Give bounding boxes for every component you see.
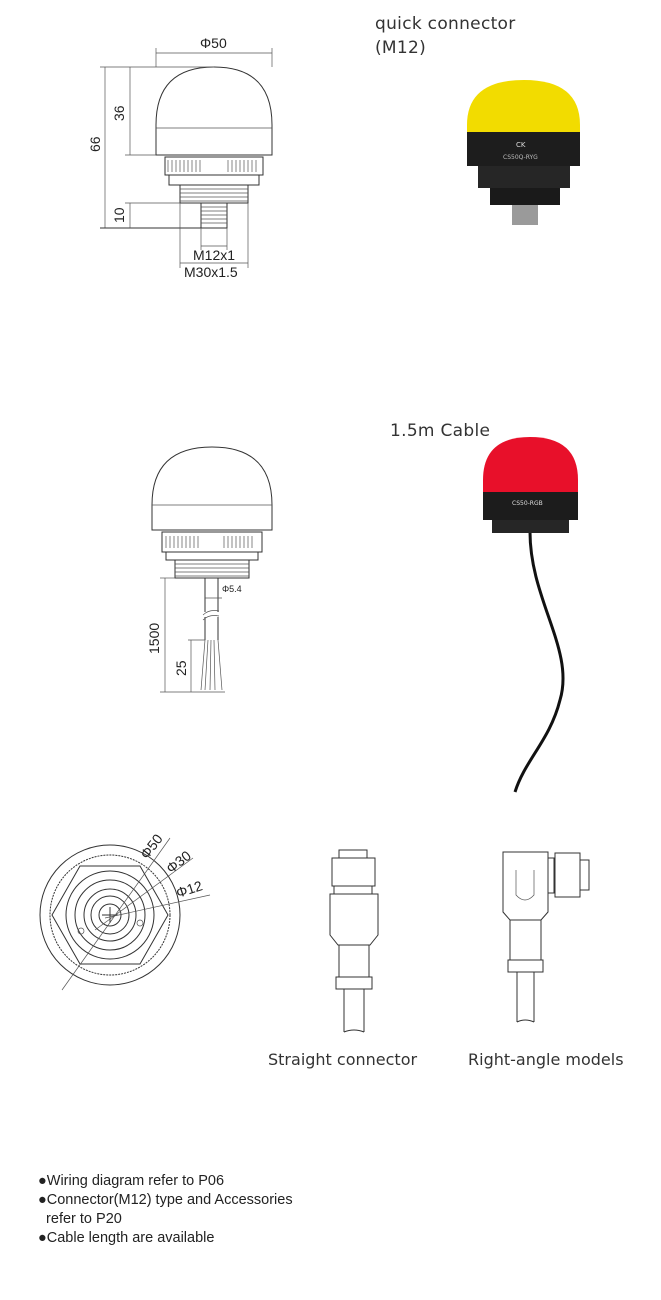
dim-mid-diameter: Φ30 — [163, 847, 194, 876]
dim-cable-diameter: Φ5.4 — [222, 584, 242, 594]
note-item: refer to P20 — [38, 1211, 122, 1227]
dim-body-thread: M30x1.5 — [184, 264, 238, 280]
dim-total-height: 66 — [87, 136, 103, 152]
cable-title: 1.5m Cable — [390, 421, 491, 441]
red-lamp-image: CS50-RGB — [483, 437, 578, 793]
dim-strip-length: 25 — [173, 660, 189, 676]
right-angle-connector-drawing — [502, 851, 590, 1023]
brand-logo: CK — [516, 141, 526, 149]
dim-cable-length: 1500 — [146, 623, 162, 654]
bottom-view-drawing: Φ50 Φ30 Φ12 — [39, 831, 211, 991]
note-item: ●Wiring diagram refer to P06 — [38, 1173, 225, 1189]
dim-inner-diameter: Φ12 — [174, 877, 205, 901]
dim-diameter: Φ50 — [200, 35, 227, 51]
dim-connector-thread: M12x1 — [193, 247, 235, 263]
dim-connector-height: 10 — [111, 207, 127, 223]
straight-connector-label: Straight connector — [268, 1050, 418, 1069]
quick-connector-subtitle: (M12) — [375, 38, 427, 58]
m12-model-drawing: Φ50 36 66 10 M12x1 M30x1.5 — [87, 35, 273, 280]
straight-connector-drawing — [329, 849, 379, 1033]
model-label: CS50Q-RYG — [503, 154, 538, 161]
notes-list: ●Wiring diagram refer to P06 ●Connector(… — [38, 1172, 293, 1248]
dim-outer-diameter: Φ50 — [137, 831, 166, 862]
dim-dome-height: 36 — [111, 105, 127, 121]
yellow-lamp-image: CK CS50Q-RYG — [467, 80, 580, 225]
red-model-label: CS50-RGB — [512, 500, 543, 507]
note-item: ●Cable length are available — [38, 1230, 215, 1246]
note-item: ●Connector(M12) type and Accessories — [38, 1192, 293, 1208]
cable-model-drawing: Φ5.4 1500 25 — [146, 446, 273, 693]
right-angle-label: Right-angle models — [468, 1050, 624, 1069]
quick-connector-title: quick connector — [375, 14, 516, 34]
